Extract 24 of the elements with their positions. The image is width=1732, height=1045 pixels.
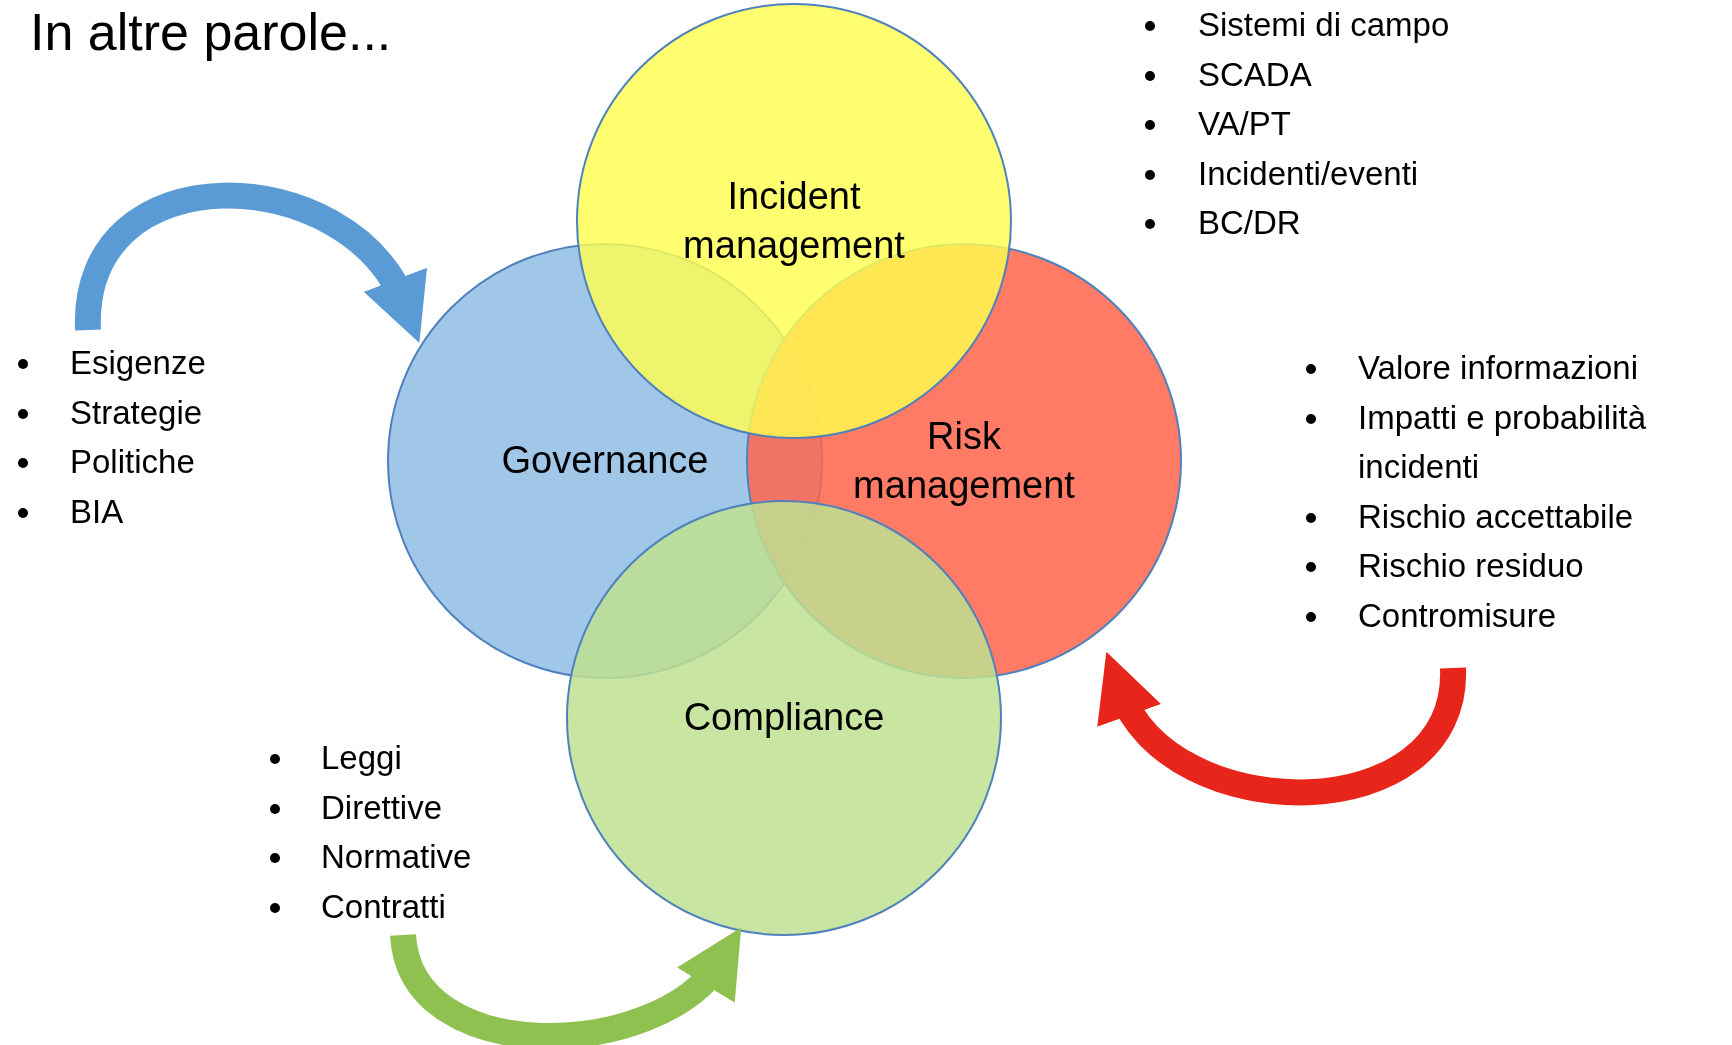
list-item: Politiche bbox=[70, 442, 195, 482]
list-item: VA/PT bbox=[1198, 104, 1291, 144]
curved-arrow bbox=[1100, 654, 1466, 806]
list-item: Esigenze bbox=[70, 343, 206, 383]
circle-label: Governance bbox=[501, 438, 709, 484]
list-item: SCADA bbox=[1198, 54, 1312, 95]
circle-label: Incident management bbox=[682, 173, 906, 268]
list-item: Sistemi di campo bbox=[1198, 5, 1450, 45]
list-item: Valore informazioni bbox=[1358, 348, 1640, 388]
list-item: Rischio residuo bbox=[1358, 546, 1585, 586]
list-item: Contratti bbox=[321, 886, 446, 927]
list-item: BC/DR bbox=[1198, 203, 1301, 243]
list-item: Strategie bbox=[70, 392, 203, 433]
list-item: Leggi bbox=[321, 738, 402, 778]
list-item: Impatti e probabilità incidenti bbox=[1358, 397, 1647, 487]
circle-label: Risk management bbox=[852, 413, 1076, 508]
title: In altre parole... bbox=[30, 2, 392, 62]
list-item: Contromisure bbox=[1358, 595, 1558, 636]
list-item: Normative bbox=[321, 837, 472, 877]
list-item: Direttive bbox=[321, 787, 443, 828]
list-item: Incidenti/eventi bbox=[1198, 153, 1419, 194]
circle-label: Compliance bbox=[683, 695, 885, 741]
list-item: BIA bbox=[70, 491, 124, 532]
list-item: Rischio accettabile bbox=[1358, 496, 1635, 537]
